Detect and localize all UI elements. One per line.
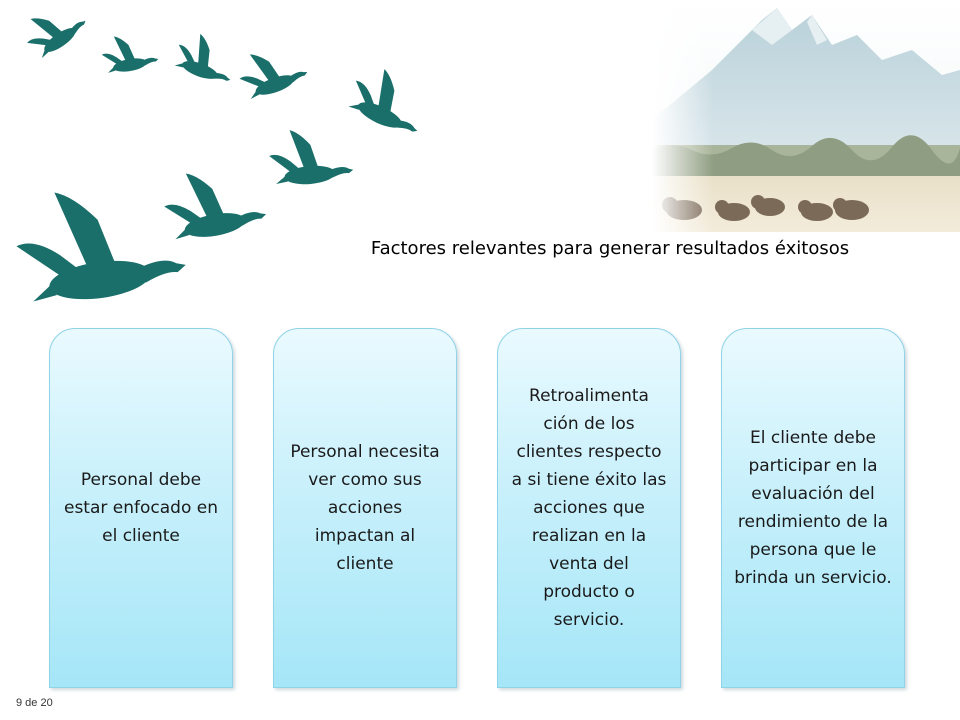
factor-card-customer-evaluation: El cliente debe participar en la evaluac… bbox=[721, 328, 905, 688]
mountains-bison-photo bbox=[652, 0, 960, 232]
factor-card-text: Personal debe estar enfocado en el clien… bbox=[63, 470, 218, 546]
factor-card-impact: Personal necesita ver como sus acciones … bbox=[273, 328, 457, 688]
page-number: 9 de 20 bbox=[16, 697, 53, 709]
factor-card-feedback: Retroalimenta ción de los clientes respe… bbox=[497, 328, 681, 688]
factor-card-text: Personal necesita ver como sus acciones … bbox=[290, 442, 440, 574]
factor-card-text: El cliente debe participar en la evaluac… bbox=[734, 428, 892, 588]
factor-card-customer-focus: Personal debe estar enfocado en el clien… bbox=[49, 328, 233, 688]
flying-geese-illustration bbox=[9, 0, 436, 309]
slide-title: Factores relevantes para generar resulta… bbox=[370, 238, 850, 259]
factor-card-text: Retroalimenta ción de los clientes respe… bbox=[511, 386, 667, 630]
